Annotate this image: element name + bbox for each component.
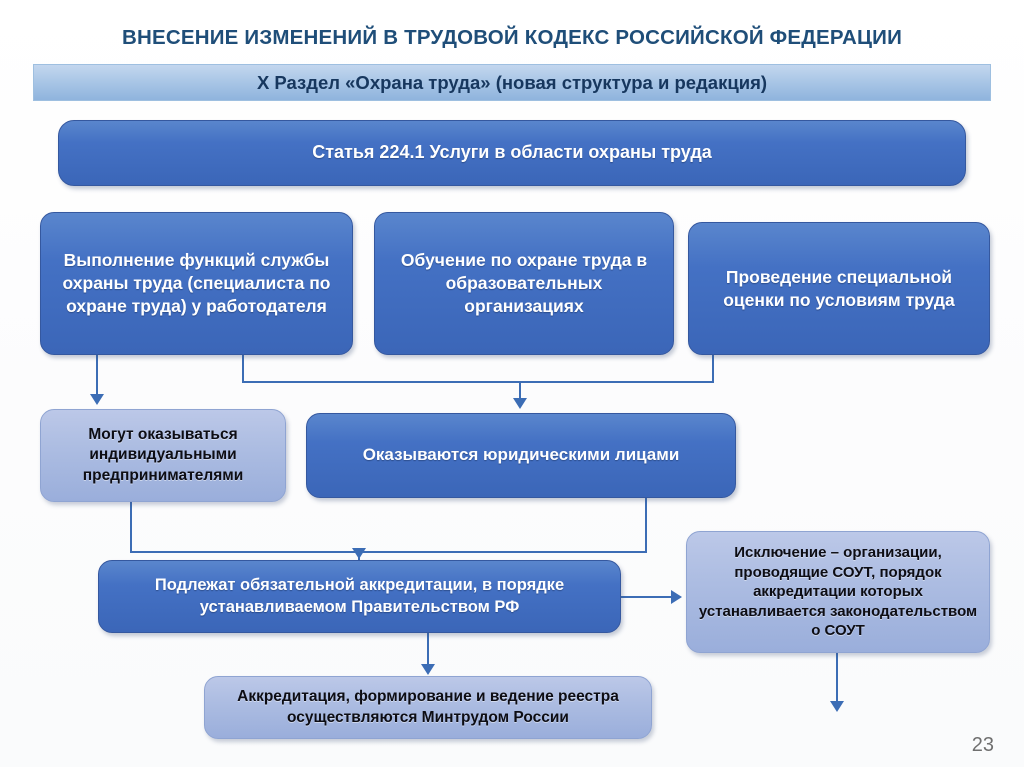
connector-legal-stem <box>645 498 647 552</box>
node-mandatory-accreditation: Подлежат обязательной аккредитации, в по… <box>98 560 621 633</box>
node-exception-sout-label: Исключение – организации, проводящие СОУ… <box>698 544 978 640</box>
arrowhead-exception-down <box>830 701 844 712</box>
node-registry-mintrud-label: Аккредитация, формирование и ведение рее… <box>237 688 619 726</box>
node-safety-training: Обучение по охране труда в образовательн… <box>374 212 674 355</box>
node-article-224-1: Статья 224.1 Услуги в области охраны тру… <box>58 120 966 186</box>
node-legal-entities-label: Оказываются юридическими лицами <box>362 445 680 465</box>
node-registry-mintrud: Аккредитация, формирование и ведение рее… <box>204 676 652 739</box>
connector-sout-stem <box>712 355 714 382</box>
node-mandatory-accreditation-label: Подлежат обязательной аккредитации, в по… <box>154 576 565 616</box>
connector-bus-row2 <box>242 381 714 383</box>
arrowhead-bus-to-accreditation <box>352 548 366 559</box>
arrowhead-accreditation-to-exception <box>671 590 682 604</box>
subtitle-text: X Раздел «Охрана труда» (новая структура… <box>256 71 768 93</box>
page-title: ВНЕСЕНИЕ ИЗМЕНЕНИЙ В ТРУДОВОЙ КОДЕКС РОС… <box>121 26 903 49</box>
node-safety-service-functions: Выполнение функций службы охраны труда (… <box>40 212 353 355</box>
arrowhead-accreditation-to-registry <box>421 664 435 675</box>
node-individual-entrepreneurs-label: Могут оказываться индивидуальными предпр… <box>82 426 244 484</box>
node-article-224-1-label: Статья 224.1 Услуги в области охраны тру… <box>312 142 712 163</box>
node-safety-service-functions-label: Выполнение функций службы охраны труда (… <box>62 250 331 316</box>
arrowhead-func-to-individual <box>90 394 104 405</box>
connector-accreditation-to-registry <box>427 633 429 667</box>
subtitle-banner: X Раздел «Охрана труда» (новая структура… <box>33 64 991 101</box>
connector-bus-row3 <box>130 551 647 553</box>
connector-func-to-individual <box>96 355 98 396</box>
node-individual-entrepreneurs: Могут оказываться индивидуальными предпр… <box>40 409 286 502</box>
connector-bus-to-legal <box>519 381 521 400</box>
connector-accreditation-to-exception <box>621 596 675 598</box>
arrowhead-bus-to-legal <box>513 398 527 409</box>
connector-training-stem <box>242 355 244 382</box>
connector-exception-down <box>836 653 838 705</box>
node-special-assessment-label: Проведение специальной оценки по условия… <box>723 266 955 310</box>
connector-individual-stem <box>130 502 132 552</box>
node-exception-sout: Исключение – организации, проводящие СОУ… <box>686 531 990 653</box>
node-special-assessment: Проведение специальной оценки по условия… <box>688 222 990 355</box>
node-safety-training-label: Обучение по охране труда в образовательн… <box>400 250 648 316</box>
node-legal-entities: Оказываются юридическими лицами <box>306 413 736 498</box>
page-number: 23 <box>971 734 994 756</box>
